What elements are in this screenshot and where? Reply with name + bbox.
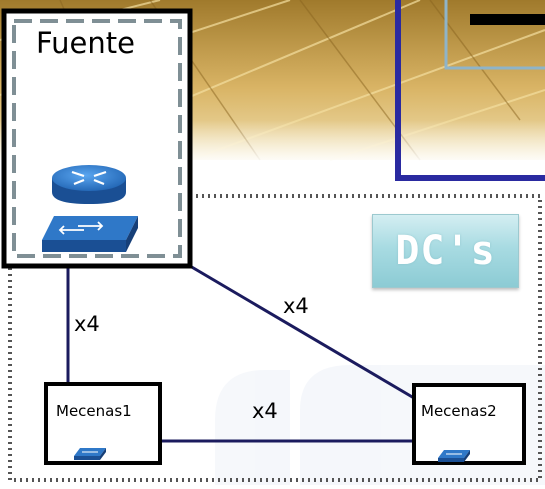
mecenas1-node [44, 382, 162, 465]
link-label-fuente-mecenas1: x4 [74, 312, 100, 336]
router-icon [52, 165, 126, 204]
fuente-label: Fuente [36, 26, 135, 60]
dcs-box: DC's [372, 214, 519, 288]
link-fuente-mecenas2 [189, 264, 415, 400]
mecenas2-node [412, 383, 526, 465]
switch-icon [42, 216, 138, 252]
mecenas1-label: Mecenas1 [56, 402, 132, 420]
links [66, 264, 415, 443]
switch-icon [438, 450, 470, 462]
mecenas2-label: Mecenas2 [421, 402, 497, 420]
dc-region-border [8, 194, 542, 482]
window-frame [395, 0, 545, 181]
switch-icon [74, 448, 106, 460]
link-label-mecenas1-mecenas2: x4 [252, 399, 278, 423]
link-label-fuente-mecenas2: x4 [283, 294, 309, 318]
